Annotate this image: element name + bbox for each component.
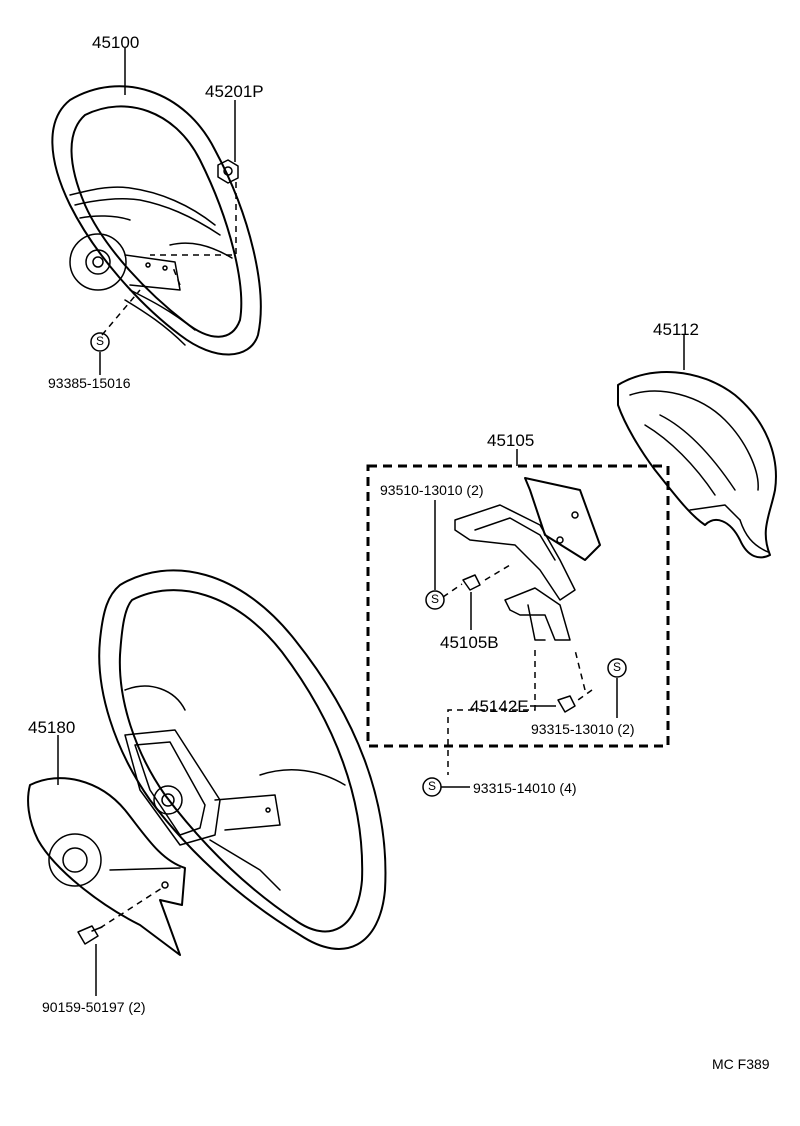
pad-45112 — [617, 371, 777, 559]
part-label-93315-14010: 93315-14010 (4) — [473, 780, 577, 796]
part-label-93315-13010: 93315-13010 (2) — [531, 721, 635, 737]
s-mark-label: S — [95, 334, 104, 348]
s-mark-icon — [607, 658, 627, 678]
s-mark-icon — [425, 590, 445, 610]
part-label-45100: 45100 — [92, 33, 140, 52]
nut-45201P — [217, 159, 239, 184]
part-label-45105B: 45105B — [440, 633, 499, 652]
part-label-45105: 45105 — [487, 431, 535, 450]
part-label-45112: 45112 — [653, 320, 700, 339]
s-mark-label: S — [427, 779, 436, 793]
s-mark-label: S — [612, 660, 621, 674]
cover-45180 — [27, 777, 186, 956]
part-label-90159-50197: 90159-50197 (2) — [42, 999, 146, 1015]
steering-wheel-lower — [98, 569, 387, 950]
bracket-45105 — [454, 477, 601, 641]
screw-90159 — [77, 925, 103, 945]
clip-45105B — [462, 574, 481, 591]
steering-wheel-upper — [51, 85, 262, 356]
part-label-93510-13010: 93510-13010 (2) — [380, 482, 484, 498]
s-mark-label: S — [430, 592, 439, 606]
assembly-box-45105 — [366, 464, 670, 748]
clip-45142E — [557, 695, 576, 713]
diagram-code: MC F389 — [712, 1056, 770, 1072]
part-label-93385-15016: 93385-15016 — [48, 375, 131, 391]
s-mark-icon — [90, 332, 110, 352]
part-label-45201P: 45201P — [205, 82, 264, 101]
part-label-45142E: 45142E — [470, 697, 529, 716]
part-label-45180: 45180 — [28, 718, 76, 737]
